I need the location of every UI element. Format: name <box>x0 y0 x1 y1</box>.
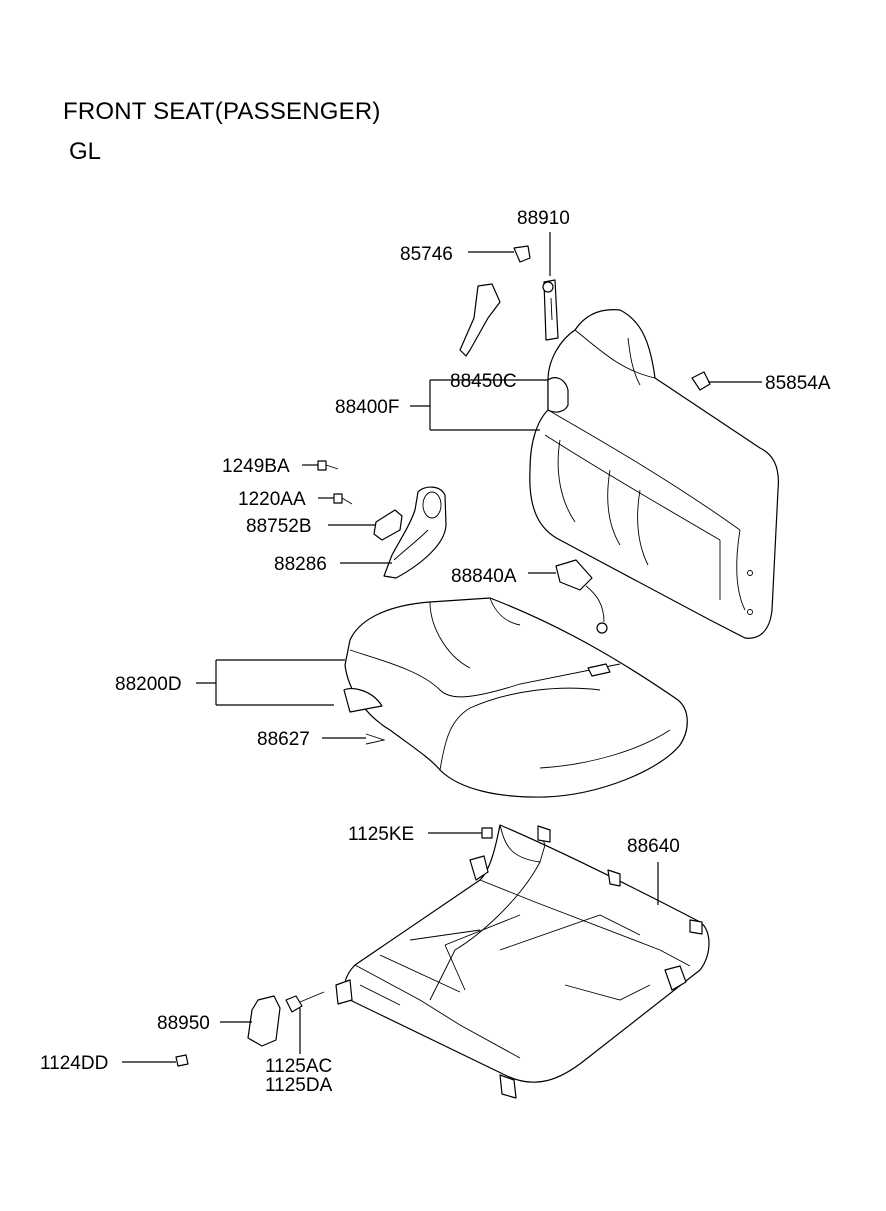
pin-part <box>322 733 386 745</box>
diagram-title: FRONT SEAT(PASSENGER) <box>63 98 381 125</box>
headrest-guide-part <box>542 232 559 341</box>
recliner-bracket-part <box>459 283 501 357</box>
label-1249ba: 1249BA <box>222 456 290 477</box>
screw-1249ba-part <box>302 460 339 471</box>
bracket-88950-part <box>220 995 281 1047</box>
screw-1125ke-part <box>428 827 493 839</box>
label-88450c: 88450C <box>450 371 517 392</box>
label-88627: 88627 <box>257 729 310 750</box>
label-88286: 88286 <box>274 554 327 575</box>
seat-back-cushion <box>529 309 780 639</box>
knob-part <box>328 509 403 541</box>
label-85746: 85746 <box>400 244 453 265</box>
clip-part <box>468 245 531 263</box>
clip-85854a-part <box>691 371 762 391</box>
label-88752b: 88752B <box>246 516 312 537</box>
label-88840a: 88840A <box>451 566 517 587</box>
label-1220aa: 1220AA <box>238 489 306 510</box>
label-1125ac: 1125AC <box>265 1056 332 1077</box>
label-88910: 88910 <box>517 208 570 229</box>
seat-frame <box>335 824 710 1099</box>
label-88640: 88640 <box>627 836 680 857</box>
leader-88200d <box>196 659 345 706</box>
screw-1124dd-part <box>122 1054 189 1067</box>
label-85854a: 85854A <box>765 373 831 394</box>
seatbelt-buckle-part <box>528 559 608 634</box>
label-88200d: 88200D <box>115 674 182 695</box>
bolt-1125ac-part <box>285 991 325 1054</box>
label-1125da: 1125DA <box>265 1075 333 1096</box>
side-cover-part <box>340 486 447 579</box>
diagram-subtitle: GL <box>69 138 102 165</box>
label-1125ke: 1125KE <box>348 824 414 845</box>
seat-cushion <box>343 597 688 798</box>
label-88950: 88950 <box>157 1013 210 1034</box>
screw-1220aa-part <box>318 493 353 505</box>
leader-88400f <box>410 379 548 431</box>
label-88400f: 88400F <box>335 397 399 418</box>
label-1124dd: 1124DD <box>40 1053 108 1074</box>
